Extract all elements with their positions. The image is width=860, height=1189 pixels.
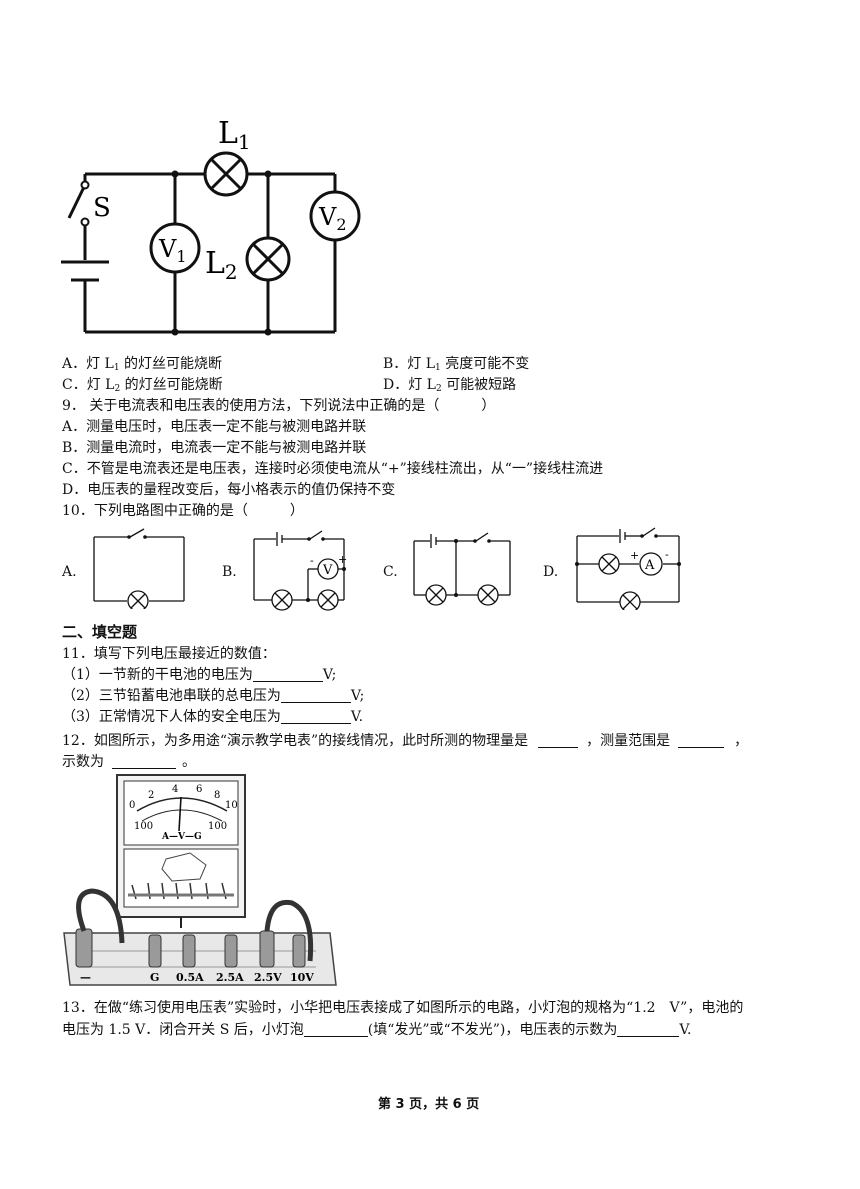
voltmeter-label: V: [322, 563, 333, 578]
q12-line-2: 示数为。: [62, 754, 196, 770]
section-title: 二、填空题: [62, 623, 138, 641]
left-scale-number: 100: [134, 821, 153, 832]
q12-line-1: 12．如图所示，为多用途“演示教学电表”的接线情况，此时所测的物理量是，测量范围…: [62, 733, 749, 749]
q9-option-a[interactable]: A．测量电压时，电压表一定不能与被测电路并联: [62, 419, 367, 435]
terminal-10v: 10V: [290, 971, 314, 984]
q8-option-c[interactable]: C．灯 L2 的灯丝可能烧断: [62, 377, 223, 394]
scale-2: 2: [148, 790, 154, 801]
q11-stem: 11．填写下列电压最接近的数值：: [62, 646, 276, 662]
l2-label: L2: [205, 246, 238, 284]
q10-option-a-label[interactable]: A.: [62, 564, 77, 580]
minus-sign: -: [665, 548, 669, 561]
scale-0: 0: [129, 800, 135, 811]
demo-meter-figure: 0 2 4 6 8 10 100 100 A—V—G — G 0.5A: [63, 774, 337, 986]
l1-label: L1: [218, 116, 251, 154]
answer-blank[interactable]: [112, 754, 176, 769]
q13-line-2: 电压为 1.5 V．闭合开关 S 后，小灯泡(填“发光”或“不发光”)，电压表的…: [62, 1022, 692, 1038]
answer-blank[interactable]: [252, 667, 323, 682]
q10-circuit-d[interactable]: A + -: [573, 524, 685, 610]
terminal-2-5v: 2.5V: [254, 971, 282, 984]
q10-option-d-label[interactable]: D.: [543, 564, 559, 580]
q8-circuit-diagram: L1 L2 S V1 V2: [61, 116, 361, 336]
q10-circuit-b[interactable]: V - +: [250, 527, 350, 612]
v1-label: V1: [158, 235, 187, 266]
q13-line-1: 13．在做“练习使用电压表”实验时，小华把电压表接成了如图所示的电路，小灯泡的规…: [62, 1000, 744, 1016]
q9-option-b[interactable]: B．测量电流时，电流表一定不能与被测电路并联: [62, 440, 367, 456]
minus-sign: -: [310, 554, 314, 567]
plus-sign: +: [630, 549, 639, 562]
scale-10: 10: [225, 800, 238, 811]
switch-label: S: [93, 193, 111, 223]
scale-4: 4: [172, 784, 178, 795]
plus-sign: +: [338, 553, 347, 566]
scale-8: 8: [214, 790, 220, 801]
answer-blank[interactable]: [303, 1022, 368, 1037]
q9-option-d[interactable]: D．电压表的量程改变后，每小格表示的值仍保持不变: [62, 482, 396, 498]
q8-option-b[interactable]: B．灯 L1 亮度可能不变: [383, 356, 530, 373]
answer-blank[interactable]: [280, 688, 351, 703]
terminal-g: G: [150, 971, 159, 984]
q8-option-d[interactable]: D．灯 L2 可能被短路: [383, 377, 517, 394]
terminal-negative: —: [80, 971, 91, 984]
q10-stem: 10．下列电路图中正确的是（ ）: [62, 503, 304, 519]
answer-blank[interactable]: [678, 733, 725, 748]
answer-blank[interactable]: [538, 733, 579, 748]
q9-option-c[interactable]: C．不管是电流表还是电压表，连接时必须使电流从“+”接线柱流出，从“一”接线柱流…: [62, 461, 604, 477]
answer-blank[interactable]: [280, 709, 351, 724]
meter-type-label: A—V—G: [161, 832, 202, 842]
scale-6: 6: [196, 784, 202, 795]
q10-circuit-a[interactable]: [90, 527, 190, 609]
page-number: 第 3 页，共 6 页: [378, 1097, 480, 1112]
v2-label: V2: [318, 203, 347, 234]
q10-option-c-label[interactable]: C.: [383, 564, 398, 580]
answer-blank[interactable]: [617, 1022, 680, 1037]
terminal-0-5a: 0.5A: [176, 971, 204, 984]
q9-stem: 9． 关于电流表和电压表的使用方法，下列说法中正确的是（ ）: [62, 398, 496, 414]
q10-circuit-c[interactable]: [410, 531, 515, 611]
q10-option-b-label[interactable]: B.: [222, 564, 237, 580]
terminal-2-5a: 2.5A: [216, 971, 244, 984]
right-scale-number: 100: [208, 821, 227, 832]
q8-option-a[interactable]: A．灯 L1 的灯丝可能烧断: [62, 356, 223, 373]
ammeter-label: A: [644, 558, 655, 573]
